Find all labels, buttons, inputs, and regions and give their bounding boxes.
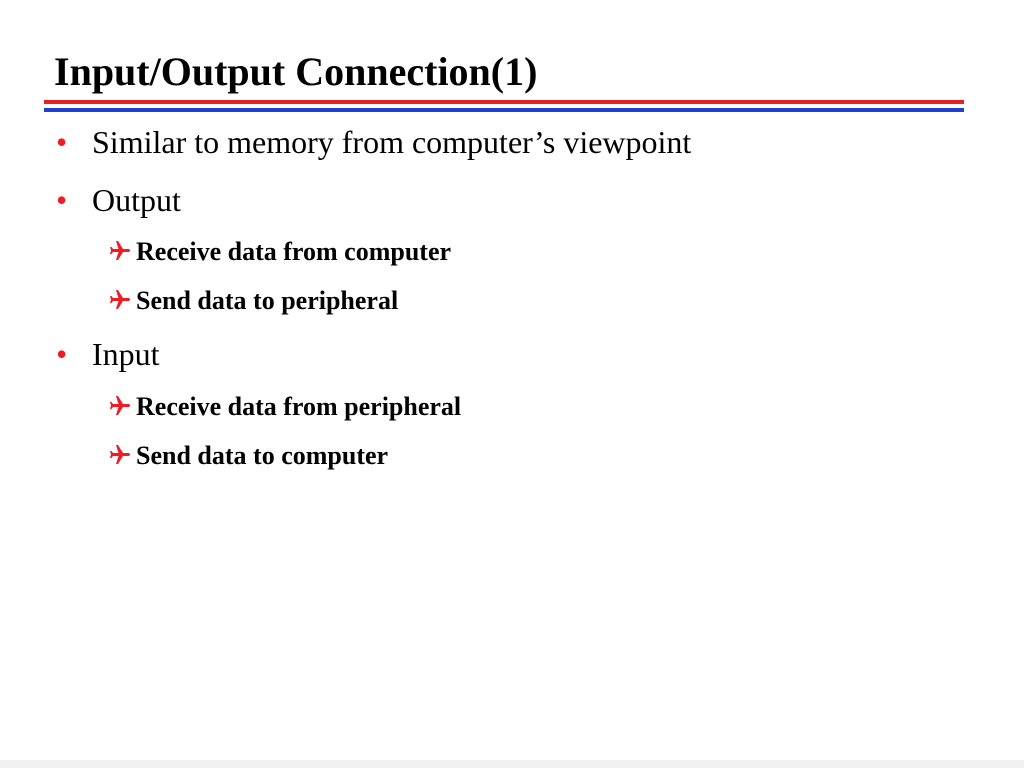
bullet-dot: •	[56, 182, 68, 218]
bullet-dot: •	[56, 336, 68, 372]
bottom-strip	[0, 760, 1024, 768]
bullet-item: • Similar to memory from computer’s viewp…	[56, 122, 691, 162]
bullet-text: Output	[92, 182, 181, 218]
title-rule-blue	[44, 108, 964, 112]
sub-item: Receive data from computer	[104, 235, 451, 269]
bullet-item: • Output	[56, 180, 181, 220]
airplane-icon	[110, 445, 130, 464]
airplane-icon	[110, 241, 130, 260]
sub-item-text: Send data to peripheral	[136, 286, 399, 315]
sub-item-text: Send data to computer	[136, 441, 389, 470]
sub-item: Send data to peripheral	[104, 284, 398, 318]
airplane-icon	[110, 290, 130, 309]
sub-item: Receive data from peripheral	[104, 390, 461, 424]
bullet-text: Similar to memory from computer’s viewpo…	[92, 124, 692, 160]
title-rule-red	[44, 100, 964, 104]
bullet-text: Input	[92, 336, 160, 372]
bullet-dot: •	[56, 124, 68, 160]
slide-title: Input/Output Connection(1)	[54, 49, 538, 94]
sub-item-text: Receive data from computer	[136, 237, 452, 266]
sub-item: Send data to computer	[104, 439, 388, 473]
bullet-item: • Input	[56, 334, 160, 374]
sub-item-text: Receive data from peripheral	[136, 392, 462, 421]
airplane-icon	[110, 396, 130, 415]
